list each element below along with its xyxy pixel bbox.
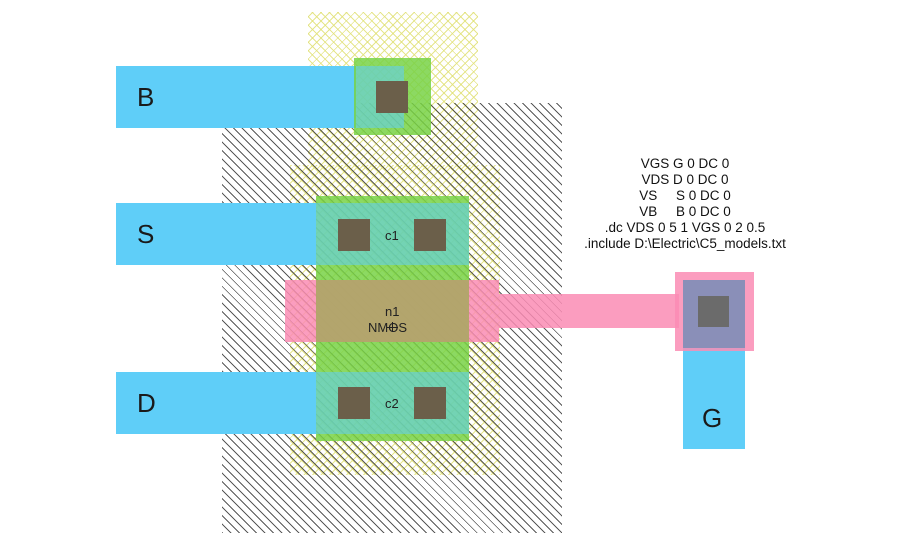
bulk-contact-cut[interactable]	[376, 81, 408, 113]
poly-wire-g[interactable]	[499, 294, 679, 328]
pin-label-g: G	[702, 403, 723, 433]
netlist-line: .dc VDS 0 5 1 VGS 0 2 0.5	[604, 220, 766, 235]
pin-label-s: S	[137, 219, 155, 249]
transistor-name: n1	[385, 304, 400, 319]
transistor-center-cross-bar	[387, 327, 398, 328]
netlist-line: VS S 0 DC 0	[639, 188, 731, 203]
gate-contact-cut[interactable]	[698, 296, 729, 327]
metal-wire-b[interactable]	[116, 66, 356, 128]
contact-label-c1: c1	[385, 228, 399, 243]
metal-wire-d[interactable]	[116, 372, 316, 434]
metal-wire-s[interactable]	[116, 203, 316, 265]
metal-wire-g[interactable]	[683, 348, 745, 449]
netlist-line: VGS G 0 DC 0	[640, 156, 730, 171]
contact-label-c2: c2	[385, 396, 399, 411]
netlist-line: .include D:\Electric\C5_models.txt	[584, 236, 786, 251]
drain-contact-cut-right[interactable]	[414, 387, 446, 419]
pin-label-b: B	[137, 82, 155, 112]
netlist-line: VDS D 0 DC 0	[641, 172, 729, 187]
spice-netlist: VGS G 0 DC 0 VDS D 0 DC 0 VS S 0 DC 0 VB…	[560, 156, 810, 252]
drain-contact-cut-left[interactable]	[338, 387, 370, 419]
pin-label-d: D	[137, 388, 156, 418]
netlist-line: VB B 0 DC 0	[639, 204, 731, 219]
source-contact-cut-left[interactable]	[338, 219, 370, 251]
source-contact-cut-right[interactable]	[414, 219, 446, 251]
